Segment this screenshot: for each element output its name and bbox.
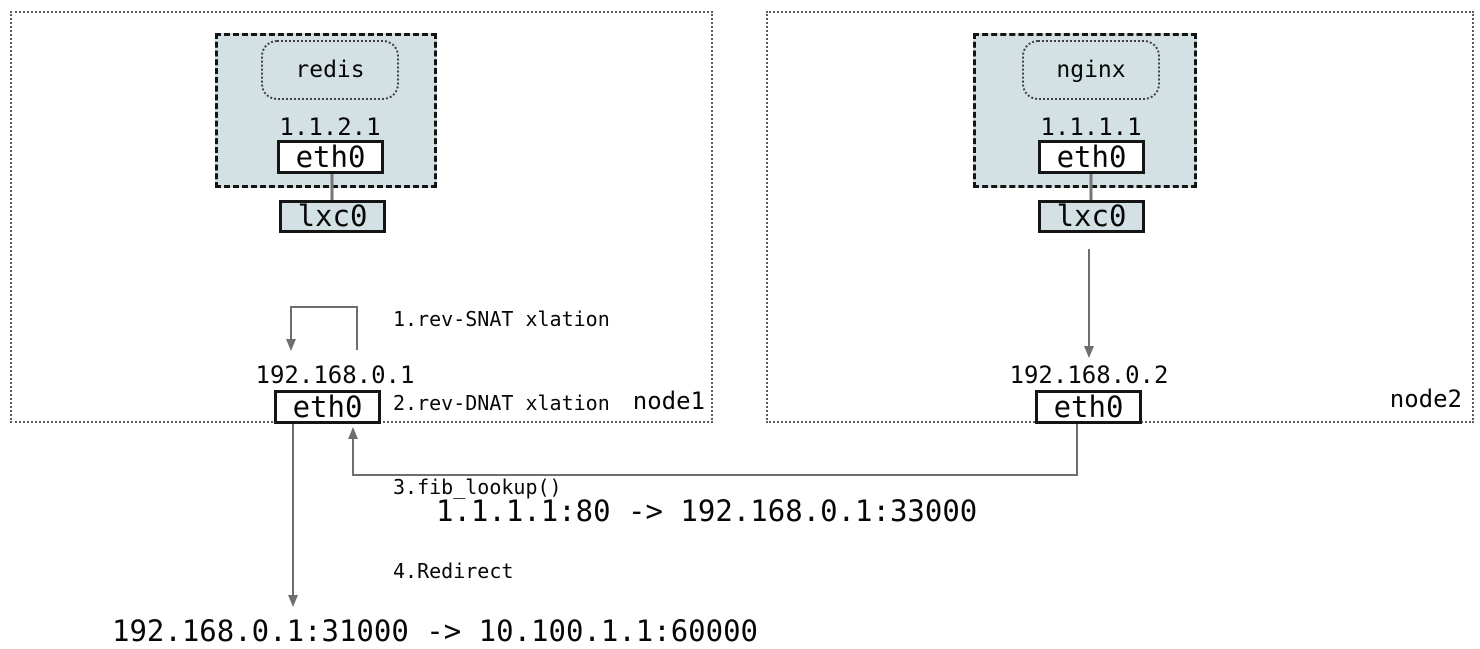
step-4: 4.Redirect	[393, 559, 514, 583]
node1-datapath-steps: 1.rev-SNAT xlation 2.rev-DNAT xlation 3.…	[393, 249, 610, 641]
node2-app-nginx: nginx	[1022, 40, 1160, 100]
node2-lxc0-box: lxc0	[1038, 200, 1145, 233]
node1-pod-eth0-box: eth0	[277, 140, 384, 174]
node1-lxc0-box: lxc0	[279, 200, 386, 233]
node1-host-eth0-box: eth0	[274, 390, 381, 424]
node1-label: node1	[632, 387, 705, 415]
node2-pod-ip: 1.1.1.1	[1040, 113, 1142, 141]
step-1: 1.rev-SNAT xlation	[393, 307, 610, 331]
node2-host-eth0-box: eth0	[1035, 390, 1142, 424]
node1-app-redis: redis	[261, 40, 399, 100]
node2-pod-eth0-box: eth0	[1038, 140, 1145, 174]
arrowhead-up-icon	[348, 427, 358, 439]
node1-pod-ip: 1.1.2.1	[279, 113, 381, 141]
step-3: 3.fib_lookup()	[393, 475, 562, 499]
flow-label-reply: 1.1.1.1:80 -> 192.168.0.1:33000	[436, 494, 978, 528]
node2-host-ip: 192.168.0.2	[1009, 361, 1169, 389]
arrowhead-down-icon	[288, 595, 298, 607]
node1-host-ip: 192.168.0.1	[255, 361, 415, 389]
flow-label-egress: 192.168.0.1:31000 -> 10.100.1.1:60000	[112, 614, 759, 648]
step-2: 2.rev-DNAT xlation	[393, 391, 610, 415]
node2-label: node2	[1389, 385, 1462, 413]
